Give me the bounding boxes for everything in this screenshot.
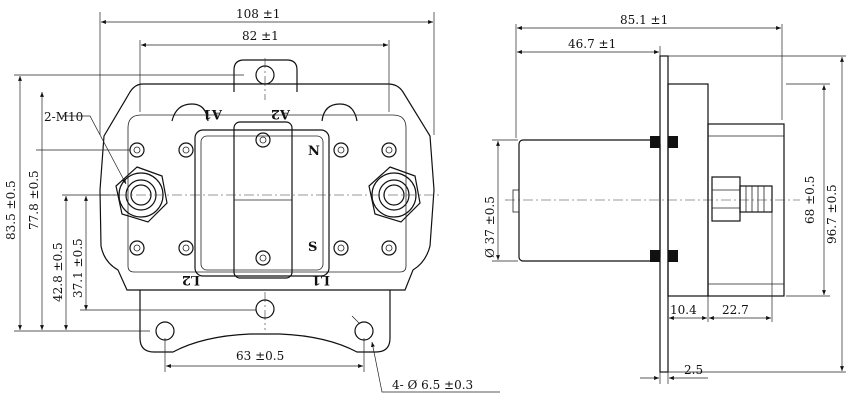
body-cylinder — [518, 139, 661, 262]
flange-block — [667, 83, 709, 297]
dim-terminal-height: 42.8 ±0.5 — [51, 242, 65, 302]
label-l1: L1 — [312, 272, 330, 287]
mounting-plate — [659, 55, 669, 373]
label-n: N — [308, 144, 320, 159]
dim-overall-height: 83.5 ±0.5 — [4, 180, 18, 240]
rear-housing — [707, 123, 785, 297]
corner-screws — [129, 142, 397, 256]
dim-terminal-height-2: 37.1 ±0.5 — [71, 238, 85, 298]
dim-side-overall-height: 96.7 ±0.5 — [825, 184, 839, 244]
terminal-right — [368, 166, 421, 223]
dim-height-2: 77.8 ±0.5 — [27, 170, 41, 230]
housing-outline — [99, 83, 435, 291]
label-a1: A1 — [203, 106, 223, 121]
dim-terminal-length: 22.7 — [722, 303, 749, 317]
dim-body-length: 46.7 ±1 — [568, 37, 616, 51]
housing-inner — [127, 114, 407, 273]
front-view: A1 A2 N S L1 L2 108 ±1 82 ±1 83.5 ±0.5 7… — [4, 7, 500, 393]
center-cover — [194, 129, 330, 277]
label-a2: A2 — [271, 106, 291, 121]
flange-hole-right — [354, 321, 374, 341]
dim-holes: 4- Ø 6.5 ±0.3 — [392, 378, 473, 392]
side-view: 85.1 ±1 46.7 ±1 Ø 37 ±0.5 68 ±0.5 96.7 ±… — [483, 13, 846, 384]
terminal-left — [115, 166, 168, 223]
dim-overall-width: 108 ±1 — [236, 7, 280, 21]
dim-flange-offset: 10.4 — [670, 303, 697, 317]
label-s: S — [308, 240, 317, 255]
top-tab — [233, 59, 298, 92]
dim-plate-thickness: 2.5 — [684, 363, 703, 377]
terminal-stud — [739, 185, 773, 213]
dim-mount-pitch: 82 ±1 — [242, 29, 279, 43]
dim-bottom-pitch: 63 ±0.5 — [236, 349, 284, 363]
terminal-nut — [711, 176, 741, 222]
label-l2: L2 — [182, 272, 200, 287]
dim-body-diameter: Ø 37 ±0.5 — [483, 196, 497, 258]
dim-thread: 2-M10 — [44, 110, 83, 124]
dim-plate-height: 68 ±0.5 — [803, 176, 817, 224]
dim-overall-length: 85.1 ±1 — [620, 13, 668, 27]
flange-hole-left — [155, 321, 175, 341]
lower-flange — [139, 290, 391, 353]
